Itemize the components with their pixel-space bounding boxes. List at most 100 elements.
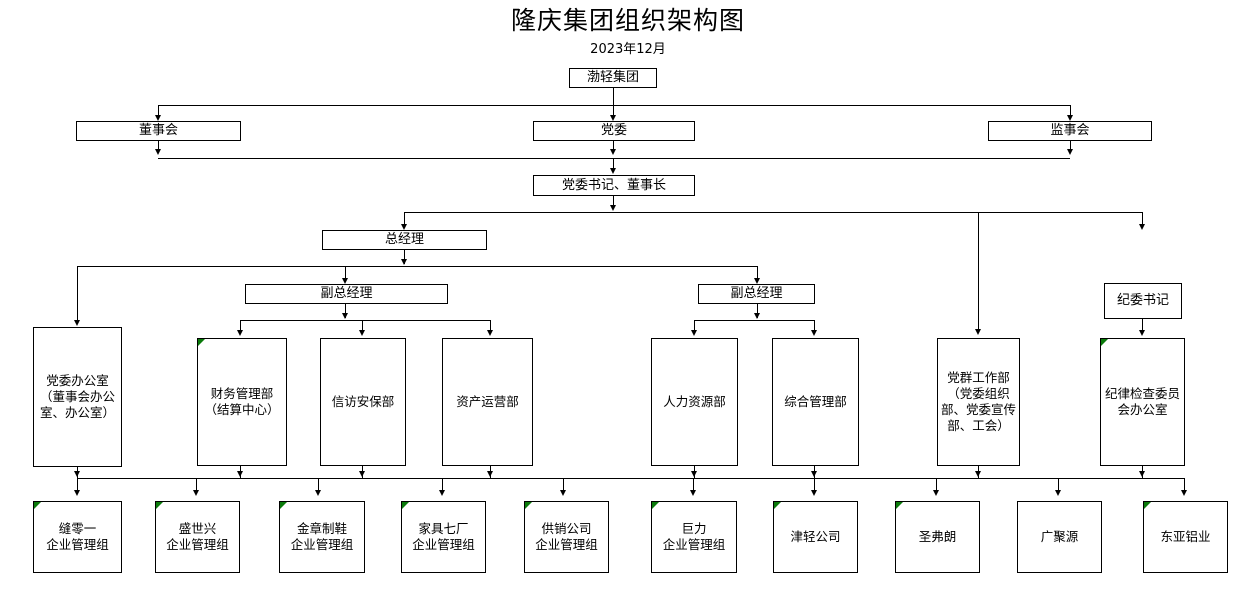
node-dept-discipline-inspection-office[interactable]: 纪律检查委员会办公室: [1100, 338, 1185, 466]
arrow-party-mass-down: [974, 471, 981, 477]
node-subsidiary-supply-marketing[interactable]: 供销公司 企业管理组: [524, 501, 609, 573]
arrow-to-hr-dept: [690, 330, 697, 336]
connector-board-down: [158, 141, 159, 150]
node-label: 董事会: [138, 123, 178, 138]
connector-to-hr-dept: [694, 320, 695, 331]
node-subsidiary-dongya-aluminum[interactable]: 东亚铝业: [1143, 501, 1228, 573]
chart-date-subtitle: 2023年12月: [590, 42, 666, 57]
node-label: 津轻公司: [790, 529, 841, 544]
connector-vgm-left-bus: [240, 320, 490, 321]
node-subsidiary-jinqing-company[interactable]: 津轻公司: [773, 501, 858, 573]
connector-to-asset-ops-dept: [490, 320, 491, 331]
node-label: 党委书记、董事长: [561, 177, 666, 193]
node-subsidiary-jinzhang-shoes[interactable]: 金章制鞋 企业管理组: [279, 501, 365, 573]
connector-to-general-admin-dept: [814, 320, 815, 331]
node-dept-petition-security[interactable]: 信访安保部: [320, 338, 406, 466]
node-subsidiary-furniture-factory-7[interactable]: 家具七厂 企业管理组: [401, 501, 486, 573]
node-label: 财务管理部 （结算中心）: [204, 386, 280, 417]
arrow-to-discipline-secretary: [1138, 224, 1145, 230]
node-deputy-gm-right[interactable]: 副总经理: [698, 284, 815, 304]
node-subsidiary-shengfulang[interactable]: 圣弗朗: [895, 501, 980, 573]
node-subsidiary-shengshixing[interactable]: 盛世兴 企业管理组: [155, 501, 240, 573]
node-dept-party-office[interactable]: 党委办公室 （董事会办公室、办公室）: [33, 327, 122, 467]
connector-bus-to-supervisors: [1070, 105, 1071, 116]
connector-bus-to-gm: [404, 212, 405, 225]
node-label: 监事会: [1050, 123, 1090, 138]
arrow-to-finance-dept: [236, 330, 243, 336]
connector-party-down: [613, 141, 614, 150]
connector-bus-to-sub-8: [936, 478, 937, 491]
connector-bus-to-sub-3: [318, 478, 319, 491]
node-board-of-directors[interactable]: 董事会: [76, 121, 241, 141]
connector-bus-to-party-office: [77, 266, 78, 321]
connector-discipline-secretary-down: [1142, 319, 1143, 331]
connector-bus-to-vgm-left: [345, 266, 346, 279]
arrow-discipline-office-down: [1138, 471, 1145, 477]
node-label: 党委: [600, 123, 627, 138]
node-subsidiary-fengling-yi[interactable]: 缝零一 企业管理组: [33, 501, 122, 573]
arrow-general-admin-down: [810, 471, 817, 477]
connector-bus-to-sub-4: [442, 478, 443, 491]
arrow-board-down: [154, 149, 161, 155]
connector-vgm-bus: [77, 266, 757, 267]
arrow-to-asset-ops-dept: [486, 330, 493, 336]
node-party-secretary-chairman[interactable]: 党委书记、董事长: [533, 175, 695, 196]
arrow-to-sub-10: [1180, 490, 1187, 496]
connector-chairman-bus: [158, 158, 1070, 159]
node-label: 巨力 企业管理组: [662, 521, 726, 552]
node-label: 家具七厂 企业管理组: [412, 521, 475, 552]
node-dept-human-resources[interactable]: 人力资源部: [651, 338, 738, 466]
connector-supervisors-down: [1070, 141, 1071, 150]
connector-vgm-left-down: [345, 304, 346, 318]
node-subsidiary-guangjuyuan[interactable]: 广聚源: [1017, 501, 1102, 573]
node-dept-party-mass-work[interactable]: 党群工作部 （党委组织部、党委宣传部、工会）: [937, 338, 1020, 466]
node-label: 盛世兴 企业管理组: [166, 521, 229, 552]
node-label: 供销公司 企业管理组: [535, 521, 598, 552]
node-dept-general-administration[interactable]: 综合管理部: [772, 338, 859, 466]
node-label: 人力资源部: [663, 394, 726, 409]
node-root-group[interactable]: 渤轻集团: [569, 68, 657, 88]
connector-bus-to-board: [158, 105, 159, 116]
arrow-to-board: [154, 115, 161, 121]
connector-bus-to-party: [613, 105, 614, 116]
arrow-vgm-right-down: [753, 313, 760, 319]
node-discipline-secretary[interactable]: 纪委书记: [1104, 283, 1182, 319]
node-label: 信访安保部: [331, 394, 395, 409]
node-label: 圣弗朗: [918, 529, 957, 544]
arrow-to-sub-9: [1054, 490, 1061, 496]
page-title: 隆庆集团组织架构图: [510, 6, 745, 35]
node-deputy-gm-left[interactable]: 副总经理: [245, 284, 448, 304]
connector-bus-to-sub-9: [1058, 478, 1059, 491]
connector-bus-to-discipline-secretary: [1142, 212, 1143, 225]
node-general-manager[interactable]: 总经理: [322, 230, 487, 250]
arrow-to-supervisors: [1066, 115, 1073, 121]
arrow-to-sub-3: [314, 490, 321, 496]
node-label: 副总经理: [320, 286, 373, 301]
node-label: 副总经理: [730, 286, 783, 301]
arrow-to-party: [609, 115, 616, 121]
arrow-discipline-secretary-down: [1138, 330, 1145, 336]
node-board-of-supervisors[interactable]: 监事会: [988, 121, 1152, 141]
arrow-to-vgm-left: [341, 278, 348, 284]
arrow-to-party-work-dept: [974, 329, 981, 335]
arrow-petition-down: [358, 471, 365, 477]
node-party-committee[interactable]: 党委: [533, 121, 695, 141]
node-label: 资产运营部: [456, 394, 519, 409]
node-label: 东亚铝业: [1160, 529, 1211, 544]
node-label: 总经理: [384, 232, 424, 247]
node-subsidiary-juli[interactable]: 巨力 企业管理组: [651, 501, 737, 573]
node-label: 缝零一 企业管理组: [46, 521, 109, 552]
connector-vgm-right-bus: [694, 320, 814, 321]
arrow-asset-down: [486, 471, 493, 477]
connector-chairman-down: [613, 196, 614, 209]
node-label: 党群工作部 （党委组织部、党委宣传部、工会）: [940, 370, 1016, 433]
node-dept-finance-management[interactable]: 财务管理部 （结算中心）: [197, 338, 287, 466]
node-dept-asset-operations[interactable]: 资产运营部: [442, 338, 533, 466]
arrow-to-sub-5: [559, 490, 566, 496]
connector-bus-to-sub-5: [563, 478, 564, 491]
connector-bus-to-sub-10: [1184, 478, 1185, 491]
arrow-vgm-left-down: [341, 313, 348, 319]
node-label: 纪委书记: [1116, 293, 1169, 308]
connector-gm-down: [404, 250, 405, 264]
arrow-party-office-down: [73, 471, 80, 477]
